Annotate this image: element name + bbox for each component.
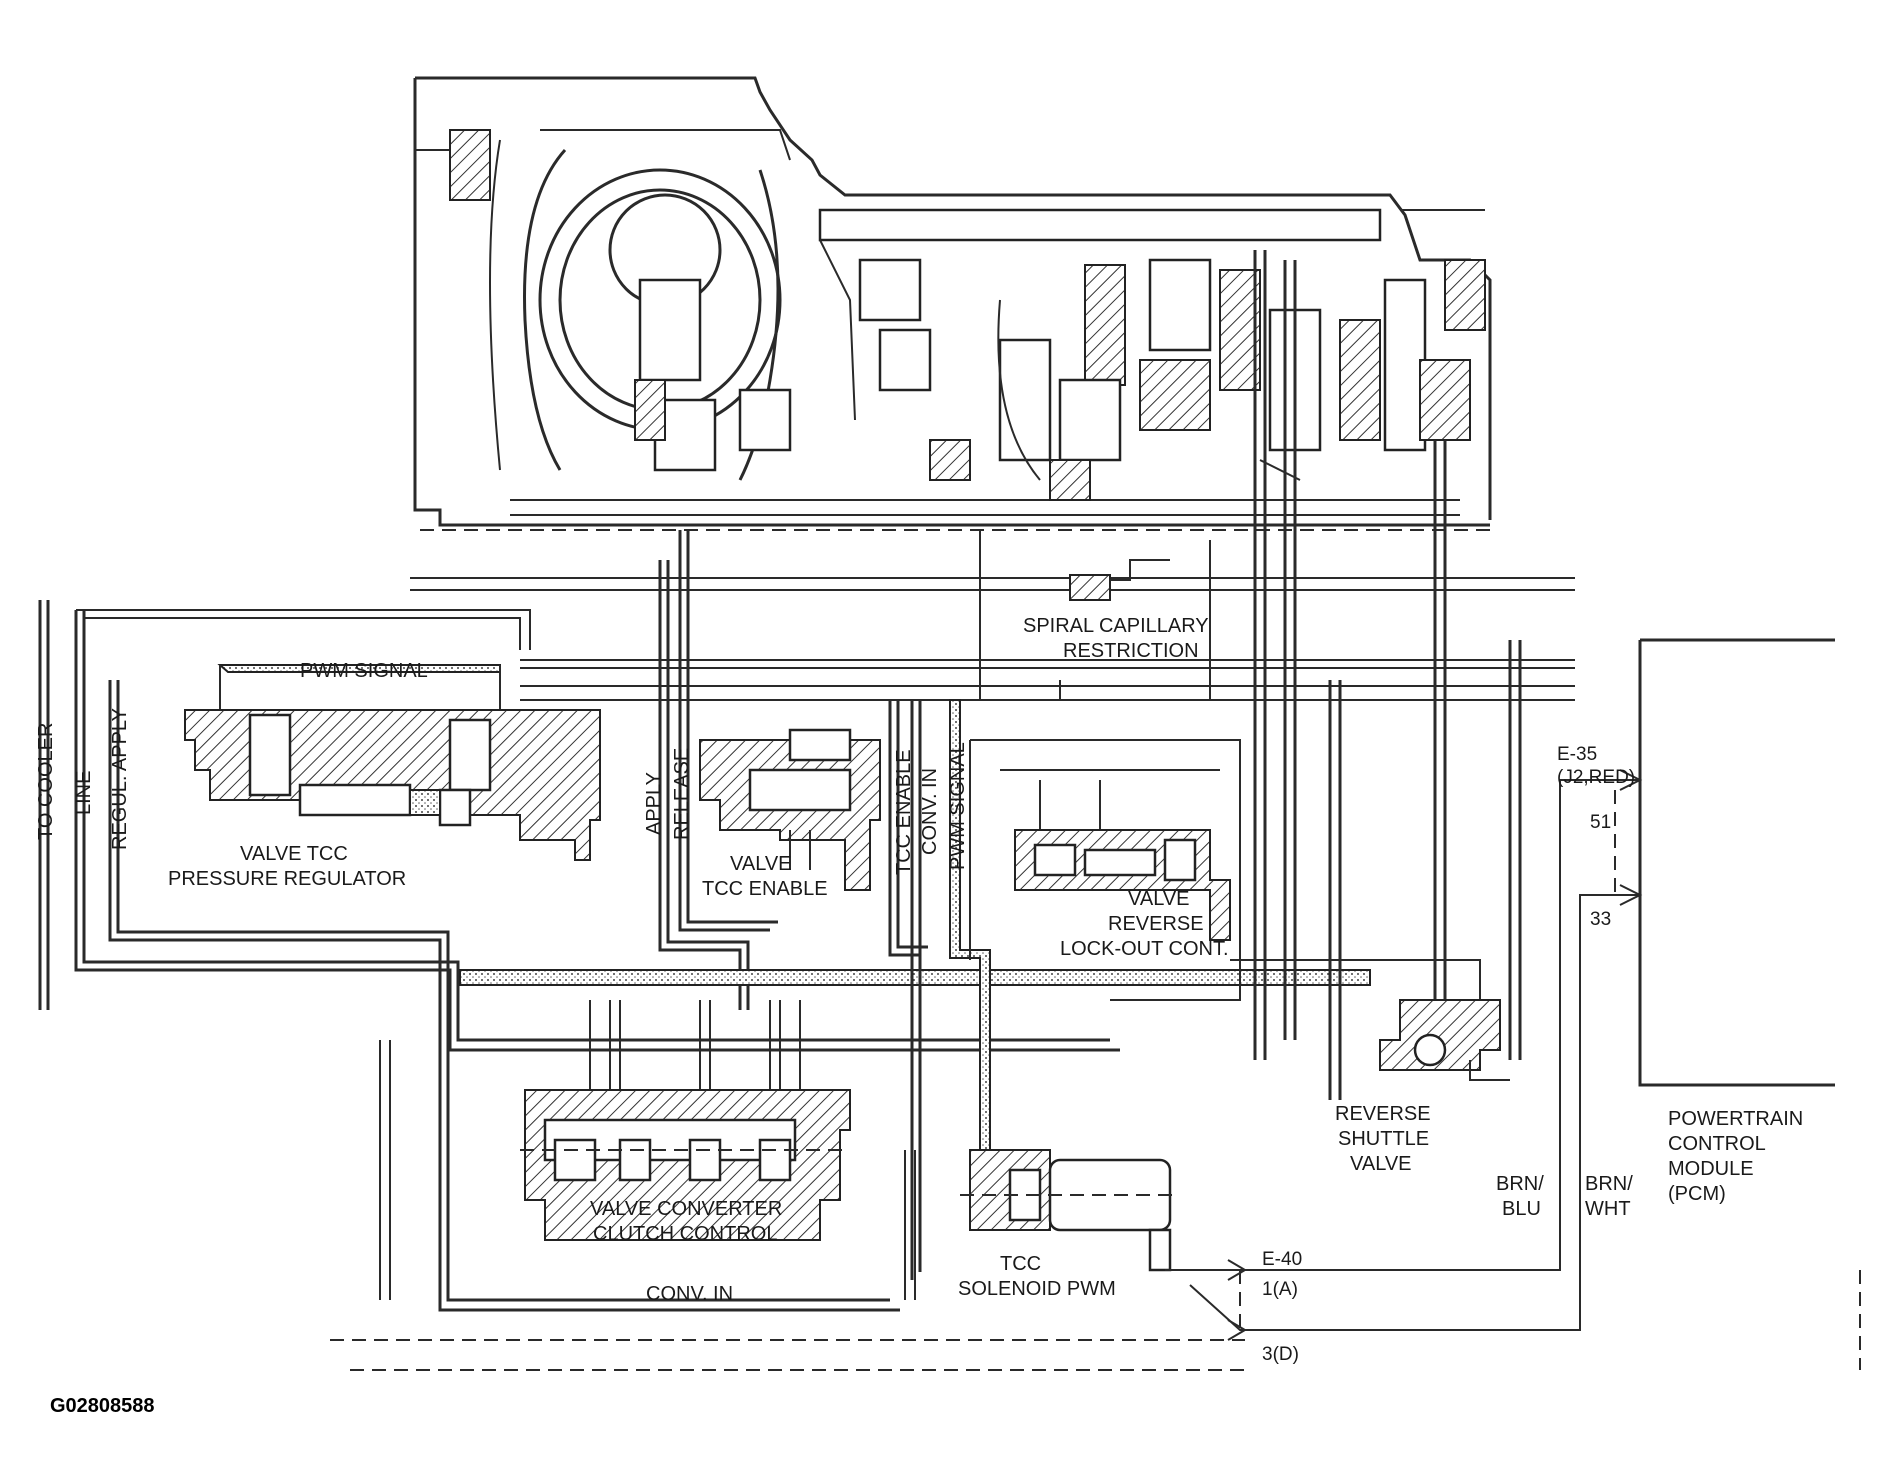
- label-e35: E-35: [1557, 744, 1597, 765]
- label-pressure-regulator-line2: PRESSURE REGULATOR: [168, 868, 406, 890]
- label-pwm-signal-vertical: PWM SIGNAL: [947, 742, 969, 870]
- label-conv-in-bottom: CONV. IN: [646, 1283, 733, 1305]
- label-pcm-line3: MODULE: [1668, 1158, 1754, 1180]
- label-shuttle-line2: SHUTTLE: [1338, 1128, 1429, 1150]
- label-e35-detail: (J2,RED): [1557, 767, 1635, 788]
- label-solenoid-line2: SOLENOID PWM: [958, 1278, 1116, 1300]
- transmission-cross-section: [413, 76, 1492, 531]
- label-converter-clutch-line2: CLUTCH CONTROL: [593, 1223, 777, 1245]
- label-shuttle-line1: REVERSE: [1335, 1103, 1431, 1125]
- label-brn-wht-line1: BRN/: [1585, 1173, 1633, 1195]
- label-pwm-signal-top: PWM SIGNAL: [300, 660, 428, 682]
- valve-converter-clutch-control: [520, 1089, 851, 1241]
- spiral-capillary-restriction: [1069, 559, 1170, 601]
- label-solenoid-line1: TCC: [1000, 1253, 1041, 1275]
- label-pin-3d: 3(D): [1262, 1344, 1299, 1365]
- valve-tcc-pressure-regulator: [184, 709, 601, 861]
- label-release: RELEASE: [671, 748, 693, 840]
- label-pressure-regulator-line1: VALVE TCC: [240, 843, 348, 865]
- label-tcc-enable-vertical: TCC ENABLE: [893, 749, 915, 875]
- label-line: LINE: [73, 771, 95, 815]
- valve-tcc-enable: [699, 728, 881, 891]
- label-brn-blu-line2: BLU: [1502, 1198, 1541, 1220]
- label-tcc-enable-line1: VALVE: [730, 853, 792, 875]
- label-converter-clutch-line1: VALVE CONVERTER: [590, 1198, 782, 1220]
- tcc-solenoid-pwm: [960, 1149, 1180, 1272]
- label-conv-in-vertical: CONV. IN: [919, 768, 941, 855]
- label-to-cooler: TO COOLER: [35, 723, 57, 840]
- valve-reverse-lockout-control: [1014, 829, 1231, 941]
- wiring: [330, 769, 1643, 1371]
- hydraulic-passages: [38, 250, 1575, 1312]
- label-pcm-line2: CONTROL: [1668, 1133, 1766, 1155]
- label-tcc-enable-line2: TCC ENABLE: [702, 878, 828, 900]
- label-brn-wht-line2: WHT: [1585, 1198, 1631, 1220]
- labels: PWM SIGNAL TO COOLER LINE REGUL. APPLY A…: [35, 615, 1803, 1417]
- label-spiral-line2: RESTRICTION: [1063, 640, 1199, 662]
- label-pin-33: 33: [1590, 909, 1611, 930]
- label-reverse-lockout-line2: REVERSE: [1108, 913, 1204, 935]
- reverse-shuttle-valve: [1379, 999, 1510, 1081]
- label-reverse-lockout-line1: VALVE: [1128, 888, 1190, 910]
- label-regul-apply: REGUL. APPLY: [109, 708, 131, 850]
- label-pin-51: 51: [1590, 812, 1611, 833]
- label-pcm-line1: POWERTRAIN: [1668, 1108, 1803, 1130]
- label-shuttle-line3: VALVE: [1350, 1153, 1412, 1175]
- label-e40: E-40: [1262, 1249, 1302, 1270]
- label-pin-1a: 1(A): [1262, 1279, 1298, 1300]
- pcm-module: [1638, 638, 1861, 1370]
- label-spiral-line1: SPIRAL CAPILLARY: [1023, 615, 1209, 637]
- label-pcm-line4: (PCM): [1668, 1183, 1726, 1205]
- label-brn-blu-line1: BRN/: [1496, 1173, 1544, 1195]
- figure-id: G02808588: [50, 1395, 155, 1417]
- label-reverse-lockout-line3: LOCK-OUT CONT.: [1060, 938, 1229, 960]
- label-apply: APPLY: [643, 772, 665, 835]
